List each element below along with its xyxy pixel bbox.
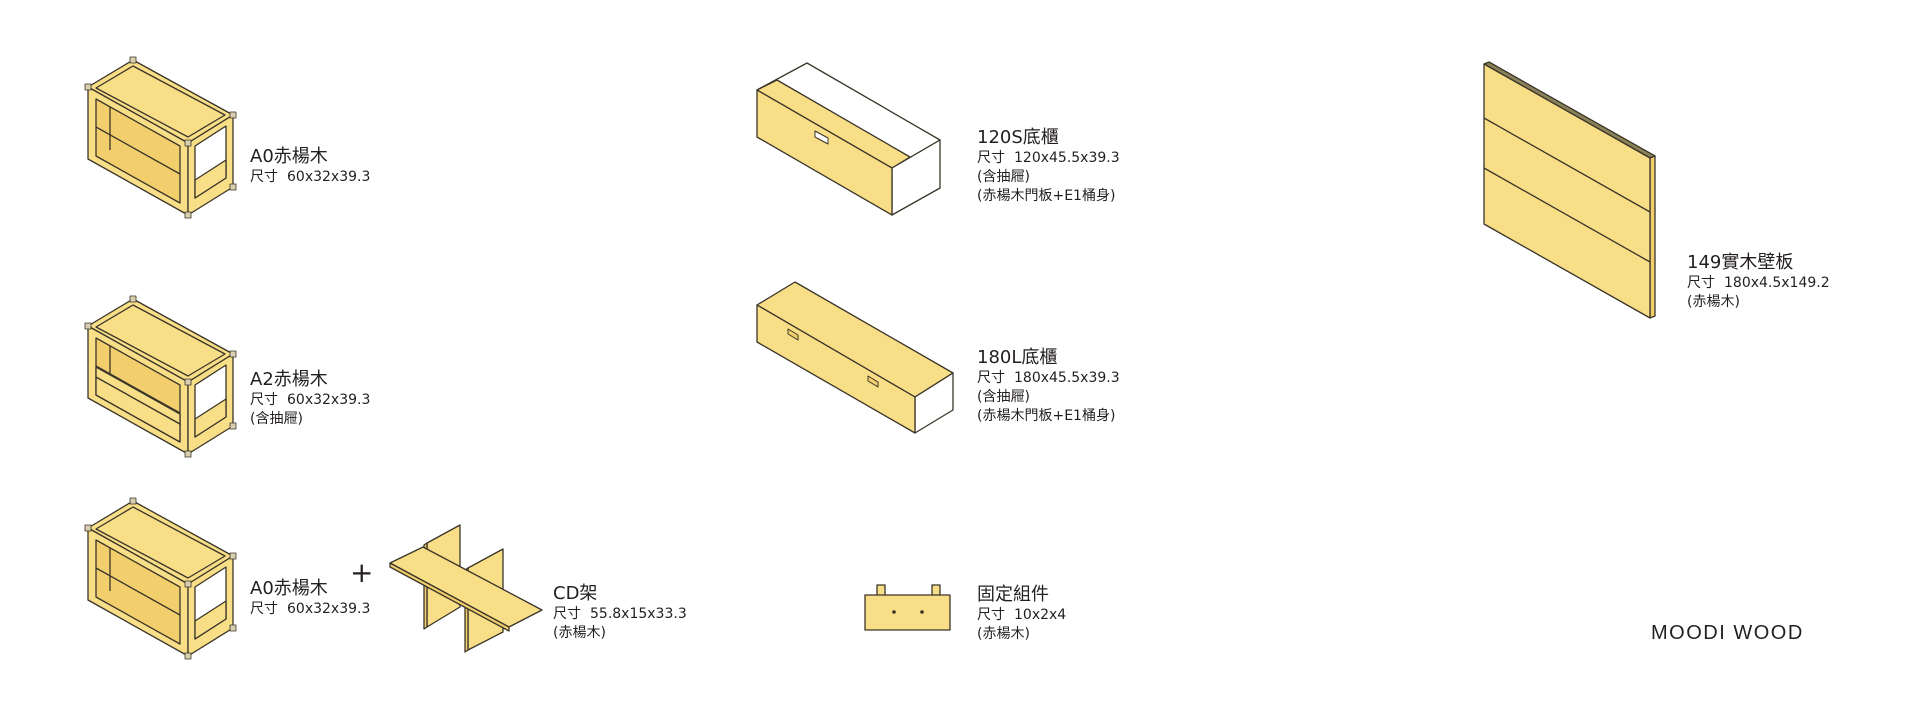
- screw-hole-icon: [892, 610, 896, 614]
- corner-connector-icon: [129, 295, 137, 303]
- corner-connector-icon: [184, 652, 192, 660]
- dims-value: 180x4.5x149.2: [1724, 275, 1830, 291]
- item-note: (赤楊木): [1687, 294, 1740, 310]
- item-title: 149實木壁板: [1687, 252, 1794, 273]
- dims-value: 120x45.5x39.3: [1014, 150, 1120, 166]
- screw-hole-icon: [920, 610, 924, 614]
- a0-cabinet-drawing-2: [84, 497, 237, 660]
- size-label: 尺寸: [553, 606, 581, 622]
- item-note: (含抽屜): [977, 169, 1030, 185]
- label-a0-2: A0赤楊木 尺寸 60x32x39.3: [250, 580, 370, 621]
- drawer-top-rail: [95, 366, 181, 425]
- panel-board-seam: [1483, 117, 1651, 213]
- label-a0-1: A0赤楊木 尺寸 60x32x39.3: [250, 148, 370, 189]
- item-title: A0赤楊木: [250, 578, 328, 599]
- drawer-handle-icon: [867, 375, 879, 388]
- item-note: (赤楊木): [977, 626, 1030, 642]
- size-label: 尺寸: [250, 601, 278, 617]
- size-label: 尺寸: [250, 392, 278, 408]
- dims-value: 60x32x39.3: [287, 601, 371, 617]
- dims-value: 180x45.5x39.3: [1014, 370, 1120, 386]
- corner-connector-icon: [184, 211, 192, 219]
- item-title: CD架: [553, 583, 598, 604]
- drawer-handle-icon: [814, 130, 829, 145]
- item-dims: 尺寸 180x45.5x39.3: [977, 371, 1120, 385]
- item-note: (赤楊木): [553, 625, 606, 641]
- label-fixture: 固定組件 尺寸 10x2x4 (赤楊木): [977, 586, 1066, 646]
- corner-connector-icon: [84, 322, 92, 330]
- dims-value: 10x2x4: [1014, 607, 1067, 623]
- fixing-component-drawing: [864, 584, 951, 631]
- size-label: 尺寸: [977, 150, 1005, 166]
- side-bottom-rail: [194, 398, 227, 438]
- corner-connector-icon: [184, 580, 192, 588]
- corner-connector-icon: [184, 139, 192, 147]
- size-label: 尺寸: [1687, 275, 1715, 291]
- item-title: A2赤楊木: [250, 369, 328, 390]
- wall-panel-drawing: [1483, 61, 1656, 319]
- corner-connector-icon: [229, 552, 237, 560]
- 120s-base-cabinet-drawing: [756, 62, 941, 216]
- corner-connector-icon: [184, 378, 192, 386]
- item-note: (含抽屜): [977, 389, 1030, 405]
- drawer-front: [756, 89, 893, 216]
- item-note: (赤楊木門板+E1桶身): [977, 188, 1116, 204]
- corner-connector-icon: [229, 422, 237, 430]
- dims-value: 55.8x15x33.3: [590, 606, 687, 622]
- item-title: 120S底櫃: [977, 127, 1059, 148]
- item-note: (赤楊木門板+E1桶身): [977, 408, 1116, 424]
- item-title: 180L底櫃: [977, 347, 1058, 368]
- panel-board-seam: [1483, 167, 1651, 263]
- panel-side-edge: [1649, 155, 1656, 319]
- label-a2: A2赤楊木 尺寸 60x32x39.3 (含抽屜): [250, 371, 370, 431]
- corner-connector-icon: [129, 56, 137, 64]
- item-title: A0赤楊木: [250, 146, 328, 167]
- size-label: 尺寸: [977, 607, 1005, 623]
- item-dims: 尺寸 120x45.5x39.3: [977, 151, 1120, 165]
- size-label: 尺寸: [250, 169, 278, 185]
- item-dims: 尺寸 60x32x39.3: [250, 393, 370, 407]
- item-dims: 尺寸 55.8x15x33.3: [553, 607, 687, 621]
- fixture-body: [864, 594, 951, 631]
- cd-shelf-edge: [389, 562, 510, 632]
- brand-logo-text: MOODI WOOD: [1651, 622, 1804, 644]
- dims-value: 60x32x39.3: [287, 169, 371, 185]
- 180l-base-cabinet-drawing: [756, 281, 954, 434]
- label-120s: 120S底櫃 尺寸 120x45.5x39.3 (含抽屜) (赤楊木門板+E1桶身…: [977, 129, 1120, 208]
- a0-cabinet-drawing: [84, 56, 237, 219]
- label-wall-panel: 149實木壁板 尺寸 180x4.5x149.2 (赤楊木): [1687, 254, 1830, 314]
- dims-value: 60x32x39.3: [287, 392, 371, 408]
- corner-connector-icon: [184, 450, 192, 458]
- item-dims: 尺寸 60x32x39.3: [250, 170, 370, 184]
- item-dims: 尺寸 60x32x39.3: [250, 602, 370, 616]
- top-panel-inner: [95, 304, 226, 377]
- item-dims: 尺寸 180x4.5x149.2: [1687, 276, 1830, 290]
- plus-sign: +: [350, 556, 374, 589]
- corner-connector-icon: [84, 524, 92, 532]
- panel-face: [1483, 63, 1651, 319]
- item-note: (含抽屜): [250, 411, 303, 427]
- drawer-handle-icon: [787, 328, 799, 341]
- cd-rack-drawing: [389, 524, 543, 653]
- label-180l: 180L底櫃 尺寸 180x45.5x39.3 (含抽屜) (赤楊木門板+E1桶身…: [977, 349, 1120, 428]
- side-bottom-rail: [194, 159, 227, 199]
- a2-cabinet-with-drawer-drawing: [84, 295, 237, 458]
- side-bottom-rail: [194, 600, 227, 640]
- top-panel-inner: [95, 506, 226, 579]
- corner-connector-icon: [229, 350, 237, 358]
- corner-connector-icon: [129, 497, 137, 505]
- top-panel-inner: [95, 65, 226, 138]
- corner-connector-icon: [229, 111, 237, 119]
- corner-connector-icon: [229, 183, 237, 191]
- size-label: 尺寸: [977, 370, 1005, 386]
- item-dims: 尺寸 10x2x4: [977, 608, 1066, 622]
- label-cd-rack: CD架 尺寸 55.8x15x33.3 (赤楊木): [553, 585, 687, 645]
- item-title: 固定組件: [977, 584, 1049, 605]
- corner-connector-icon: [229, 624, 237, 632]
- corner-connector-icon: [84, 83, 92, 91]
